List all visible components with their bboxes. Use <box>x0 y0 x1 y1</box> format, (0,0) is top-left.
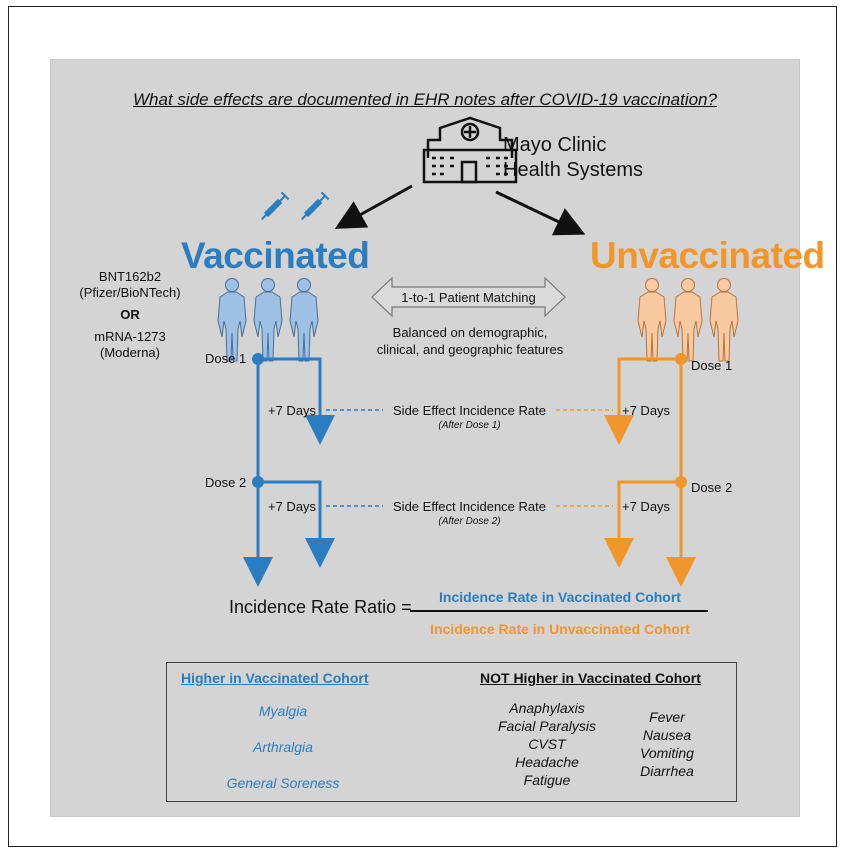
matching-label: 1-to-1 Patient Matching <box>401 290 536 305</box>
not-higher-item: Diarrhea <box>640 763 694 779</box>
unvaccinated-title: Unvaccinated <box>590 235 825 276</box>
unvacc-dose1-label: Dose 1 <box>691 358 733 373</box>
vaccine-list: BNT162b2 (Pfizer/BioNTech) OR mRNA-1273 … <box>79 269 181 360</box>
not-higher-item: Facial Paralysis <box>497 718 597 734</box>
higher-title: Higher in Vaccinated Cohort <box>181 670 369 686</box>
graphical-abstract-panel <box>50 59 800 817</box>
not-higher-item: CVST <box>528 736 566 752</box>
not-higher-item: Fever <box>649 709 685 725</box>
after-dose1-note: (After Dose 1) <box>438 420 501 431</box>
unvacc-dose2-label: Dose 2 <box>691 480 733 495</box>
vacc-plus7-2: +7 Days <box>268 499 317 514</box>
unvaccinated-timeline <box>604 357 696 587</box>
not-higher-item: Nausea <box>642 727 692 743</box>
not-higher-col1: Anaphylaxis Facial Paralysis CVST Headac… <box>482 699 612 789</box>
higher-item: General Soreness <box>226 775 340 791</box>
hospital-icon <box>422 116 518 184</box>
higher-item: Myalgia <box>258 703 308 719</box>
research-question: What side effects are documented in EHR … <box>133 90 717 109</box>
rate-label-2: Side Effect Incidence Rate <box>393 499 546 514</box>
arrow-to-vaccinated <box>334 184 413 229</box>
not-higher-item: Headache <box>515 754 579 770</box>
vacc-dose1-label: Dose 1 <box>205 351 247 366</box>
vaccinated-people-icon <box>217 278 319 362</box>
not-higher-col2: Fever Nausea Vomiting Diarrhea <box>622 708 712 780</box>
vacc-plus7-1: +7 Days <box>268 403 317 418</box>
double-arrow-icon <box>371 276 566 318</box>
outer-frame <box>8 6 837 847</box>
rate-label-1: Side Effect Incidence Rate <box>393 403 546 418</box>
results-box <box>166 662 737 802</box>
clinic-label: Mayo Clinic Health Systems <box>503 134 644 181</box>
syringe-icon <box>261 191 330 220</box>
not-higher-item: Anaphylaxis <box>509 700 585 716</box>
unvacc-plus7-1: +7 Days <box>622 403 671 418</box>
not-higher-item: Fatigue <box>523 772 571 788</box>
arrow-to-unvaccinated <box>495 190 586 236</box>
matching-description: Balanced on demographic, clinical, and g… <box>376 325 564 357</box>
vaccinated-title: Vaccinated <box>181 235 370 276</box>
not-higher-item: Vomiting <box>640 745 694 761</box>
ratio-denominator: Incidence Rate in Unvaccinated Cohort <box>430 621 690 637</box>
unvaccinated-people-icon <box>637 278 739 362</box>
vaccinated-timeline <box>243 357 335 587</box>
unvacc-plus7-2: +7 Days <box>622 499 671 514</box>
not-higher-title: NOT Higher in Vaccinated Cohort <box>480 670 701 686</box>
higher-item: Arthralgia <box>253 739 313 755</box>
ratio-numerator: Incidence Rate in Vaccinated Cohort <box>439 589 681 605</box>
vacc-dose2-label: Dose 2 <box>205 475 247 490</box>
after-dose2-note: (After Dose 2) <box>438 516 501 527</box>
incidence-rate-ratio-label: Incidence Rate Ratio = <box>229 597 412 617</box>
